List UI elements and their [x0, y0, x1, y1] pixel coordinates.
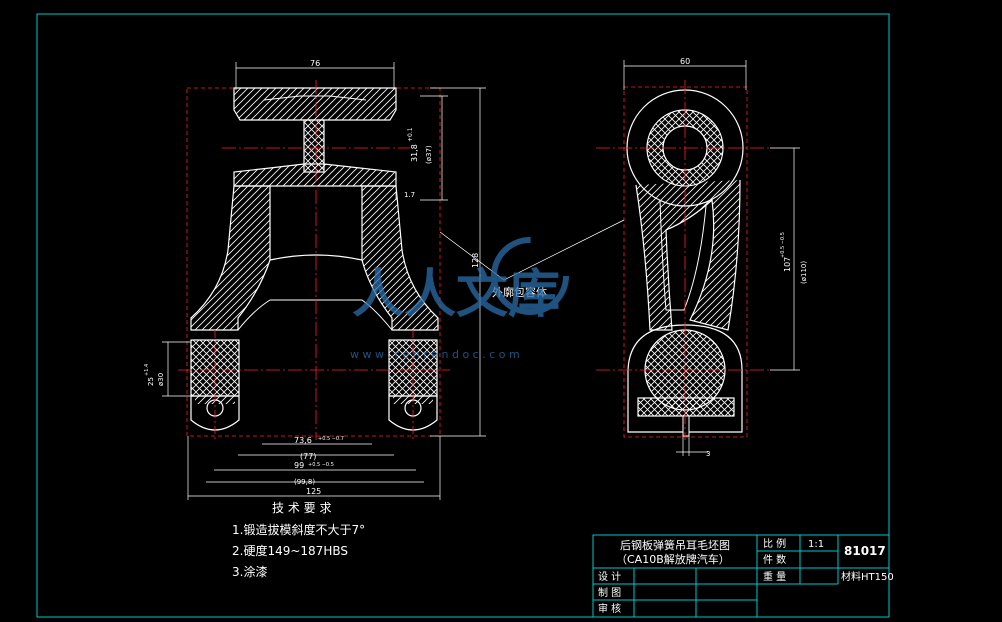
dim-base-3-tol: +0.5 −0.5: [308, 462, 334, 468]
dim-center-dist-tol: +0.5 −0.5: [780, 232, 786, 258]
lower-eye-outline: [627, 324, 743, 433]
top-flange: [233, 87, 397, 121]
dim-center-dist: 107: [783, 257, 792, 272]
dim-base-1-tol: +0.5 −0.7: [318, 436, 344, 442]
side-arm: [635, 179, 741, 331]
lower-base: [637, 397, 735, 417]
notes-heading: 技 术 要 求: [272, 501, 331, 515]
material: 材料HT150: [841, 570, 894, 583]
notes-item-3: 3.涂漆: [232, 564, 267, 579]
notes-item-2: 2.硬度149~187HBS: [232, 543, 348, 558]
dim-side-width: 60: [680, 57, 690, 66]
dim-left-bore: 25: [147, 377, 155, 386]
dim-left-bore-b: ø30: [157, 373, 165, 386]
design-label: 设 计: [598, 570, 621, 583]
top-flange-web: [263, 95, 367, 101]
scale-label: 比 例: [763, 537, 786, 550]
notes-item-1: 1.锻造拔模斜度不大于7°: [232, 522, 365, 537]
watermark: 人人文库 w w w . r e n r e n d o c . c o m: [350, 237, 569, 361]
title-line-1: 后钢板弹簧吊耳毛坯图: [620, 538, 730, 552]
technical-notes: 技 术 要 求 1.锻造拔模斜度不大于7° 2.硬度149~187HBS 3.涂…: [232, 501, 365, 579]
outer-frame: [36, 13, 890, 618]
check-label: 审 核: [598, 602, 621, 615]
scale-value: 1:1: [808, 539, 824, 550]
dim-height: 128: [471, 253, 480, 268]
dim-base-2: (77): [300, 452, 316, 461]
envelope-callout: 外廓包容体: [492, 285, 547, 299]
dim-bore-b: (ø37): [425, 145, 433, 164]
watermark-logo-text: 人人文库: [352, 265, 560, 325]
lower-flange: [233, 163, 397, 187]
dim-bore-a-tol: +0.1: [407, 127, 414, 142]
dim-left-bore-tol: +1.4: [144, 364, 150, 376]
side-arm-inner: [659, 199, 707, 311]
draw-label: 制 图: [598, 586, 621, 599]
dim-center-dist-b: (ø110): [800, 261, 808, 284]
title-line-2: （CA10B解放牌汽车）: [616, 552, 730, 566]
front-view: 76 128 31,8 +0.1 (ø37) 1.7 73,6 +0.5 −0.…: [144, 59, 486, 500]
dim-base-3: 99: [294, 461, 304, 470]
dim-base-1: 73,6: [294, 436, 312, 445]
dim-base-4: (99,8): [294, 478, 315, 486]
left-lug: [190, 395, 240, 431]
part-number: 81017: [844, 544, 886, 558]
dim-flange-gap: 1.7: [404, 191, 415, 199]
dim-bore-a: 31,8: [410, 144, 419, 162]
quantity-label: 件 数: [763, 553, 786, 566]
title-block: [592, 534, 890, 618]
watermark-logo-ring: [491, 237, 569, 315]
right-lug: [388, 395, 438, 431]
dim-total-width: 125: [306, 487, 321, 496]
lower-slot: [682, 415, 690, 437]
side-view: 60 107 +0.5 −0.5 (ø110) 3: [596, 57, 808, 458]
dim-slot: 3: [706, 450, 710, 458]
weight-label: 重 量: [763, 570, 786, 583]
watermark-url: w w w . r e n r e n d o c . c o m: [350, 348, 520, 361]
side-envelope: [623, 86, 748, 438]
body-arch: [269, 254, 363, 261]
dim-top-width: 76: [310, 59, 320, 68]
